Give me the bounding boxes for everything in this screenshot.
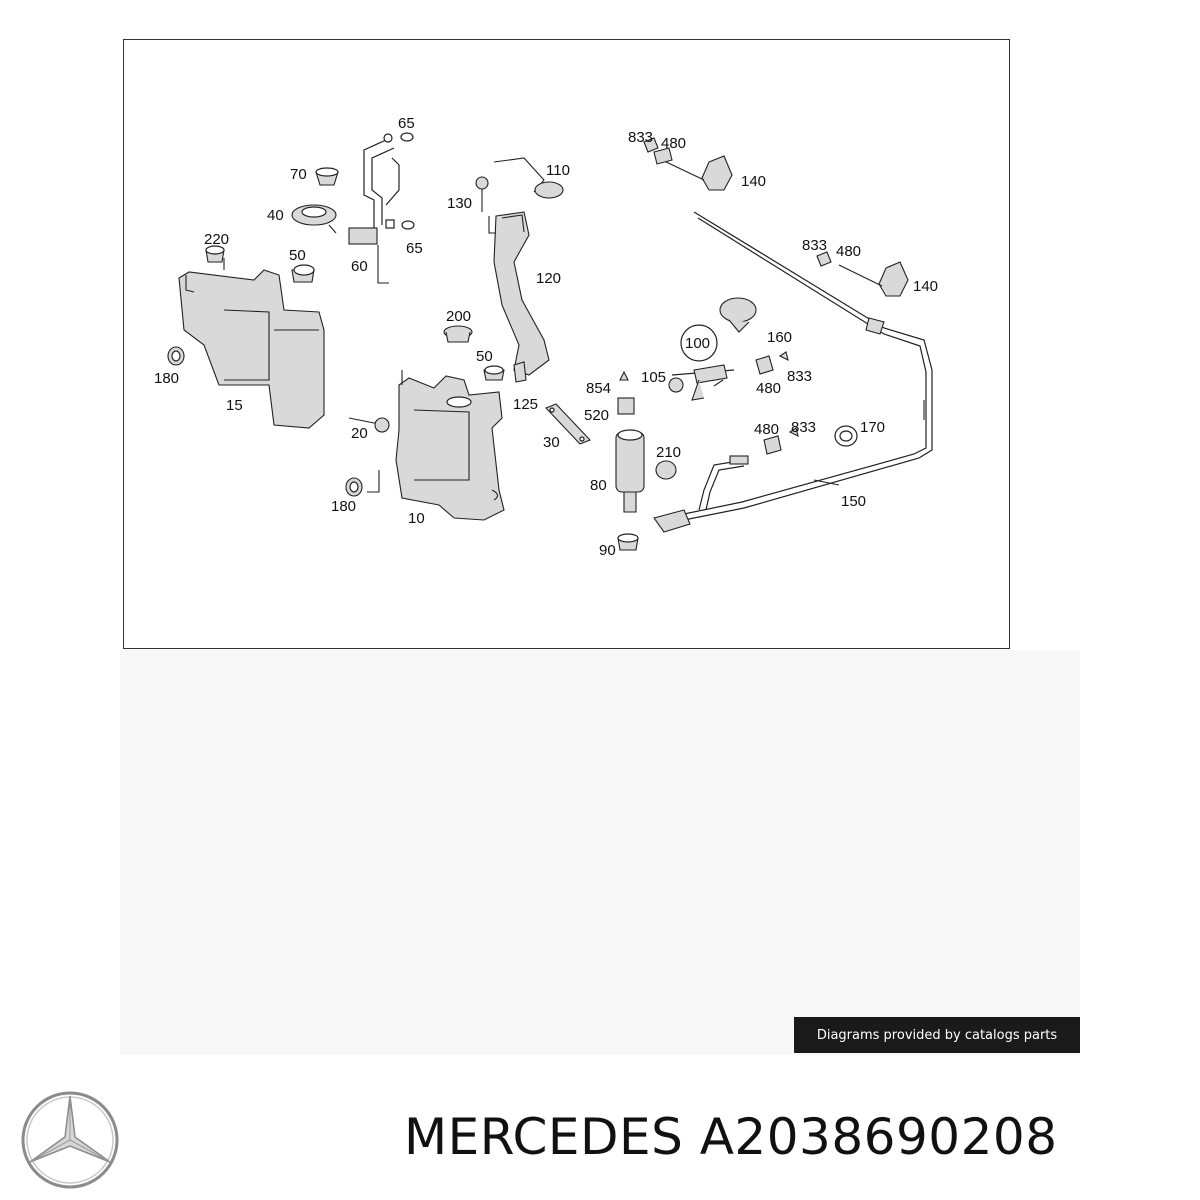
callout-120: 120 [536,270,561,287]
grommet-200 [443,325,473,343]
grommet-90 [617,533,639,551]
connector-520 [617,397,635,415]
nozzle-140-a [643,137,733,191]
callout-180-b: 180 [331,498,356,515]
callout-80: 80 [590,477,607,494]
grommet-854 [619,370,629,381]
hose-150 [653,211,933,533]
callout-140-a: 140 [741,173,766,190]
callout-labels: 65 70 40 60 65 220 50 15 180 110 130 120… [154,115,938,559]
callout-65-a: 65 [398,115,415,132]
callout-833-b: 833 [802,237,827,254]
callout-180-a: 180 [154,370,179,387]
bracket-30 [545,403,591,445]
plug-180-a [167,346,185,366]
pump-80 [615,429,645,513]
filler-neck-120 [493,211,550,376]
nozzle-140-b [816,251,909,297]
callout-30: 30 [543,434,560,451]
grommet-50-b [483,365,505,381]
callout-90: 90 [599,542,616,559]
callout-105: 105 [641,369,666,386]
credit-banner: Diagrams provided by catalogs parts [794,1017,1080,1053]
callout-100: 100 [685,335,710,352]
seal-110 [493,157,564,199]
grommet-220 [205,245,225,263]
callout-170: 170 [860,419,885,436]
leader-lines [223,216,925,493]
callout-220: 220 [204,231,229,248]
callout-160: 160 [767,329,792,346]
diagram-svg: 65 70 40 60 65 220 50 15 180 110 130 120… [154,115,938,559]
callout-130: 130 [447,195,472,212]
valve-100-group [668,297,757,401]
callout-70: 70 [290,166,307,183]
seal-40 [291,204,337,234]
callout-50-b: 50 [476,348,493,365]
connector-480-d [763,427,799,455]
callout-50-a: 50 [289,247,306,264]
screw-130 [475,176,489,212]
background-panel [120,650,1080,1055]
grommet-210 [655,460,677,480]
callout-15: 15 [226,397,243,414]
credit-text: Diagrams provided by catalogs parts [816,1027,1058,1043]
callout-65-b: 65 [406,240,423,257]
callout-125: 125 [513,396,538,413]
callout-480-c: 480 [756,380,781,397]
mercedes-star-icon [18,1088,122,1192]
tank-15 [178,269,325,429]
callout-60: 60 [351,258,368,275]
callout-833-a: 833 [628,129,653,146]
callout-150: 150 [841,493,866,510]
callout-833-c: 833 [787,368,812,385]
connector-480-c [755,351,789,375]
sensor-60 [348,133,400,245]
callout-140-b: 140 [913,278,938,295]
cap-70 [315,167,339,186]
callout-520: 520 [584,407,609,424]
clamp-125 [513,361,527,383]
callout-833-d: 833 [791,419,816,436]
callout-20: 20 [351,425,368,442]
callout-480-a: 480 [661,135,686,152]
o-ring-65 [400,132,415,230]
plug-180-b [345,477,363,497]
parts-diagram: 65 70 40 60 65 220 50 15 180 110 130 120… [123,39,1010,649]
grommet-50-a [291,264,315,283]
bolt-20 [348,417,390,433]
tank-10 [395,370,505,521]
callout-854: 854 [586,380,611,397]
callout-210: 210 [656,444,681,461]
connector-480-a [653,147,673,165]
callout-10: 10 [408,510,425,527]
clip-170 [834,425,858,447]
callout-480-d: 480 [754,421,779,438]
callout-40: 40 [267,207,284,224]
callout-200: 200 [446,308,471,325]
callout-480-b: 480 [836,243,861,260]
part-number-title: MERCEDES A2038690208 [404,1108,1058,1166]
callout-110: 110 [546,162,570,179]
